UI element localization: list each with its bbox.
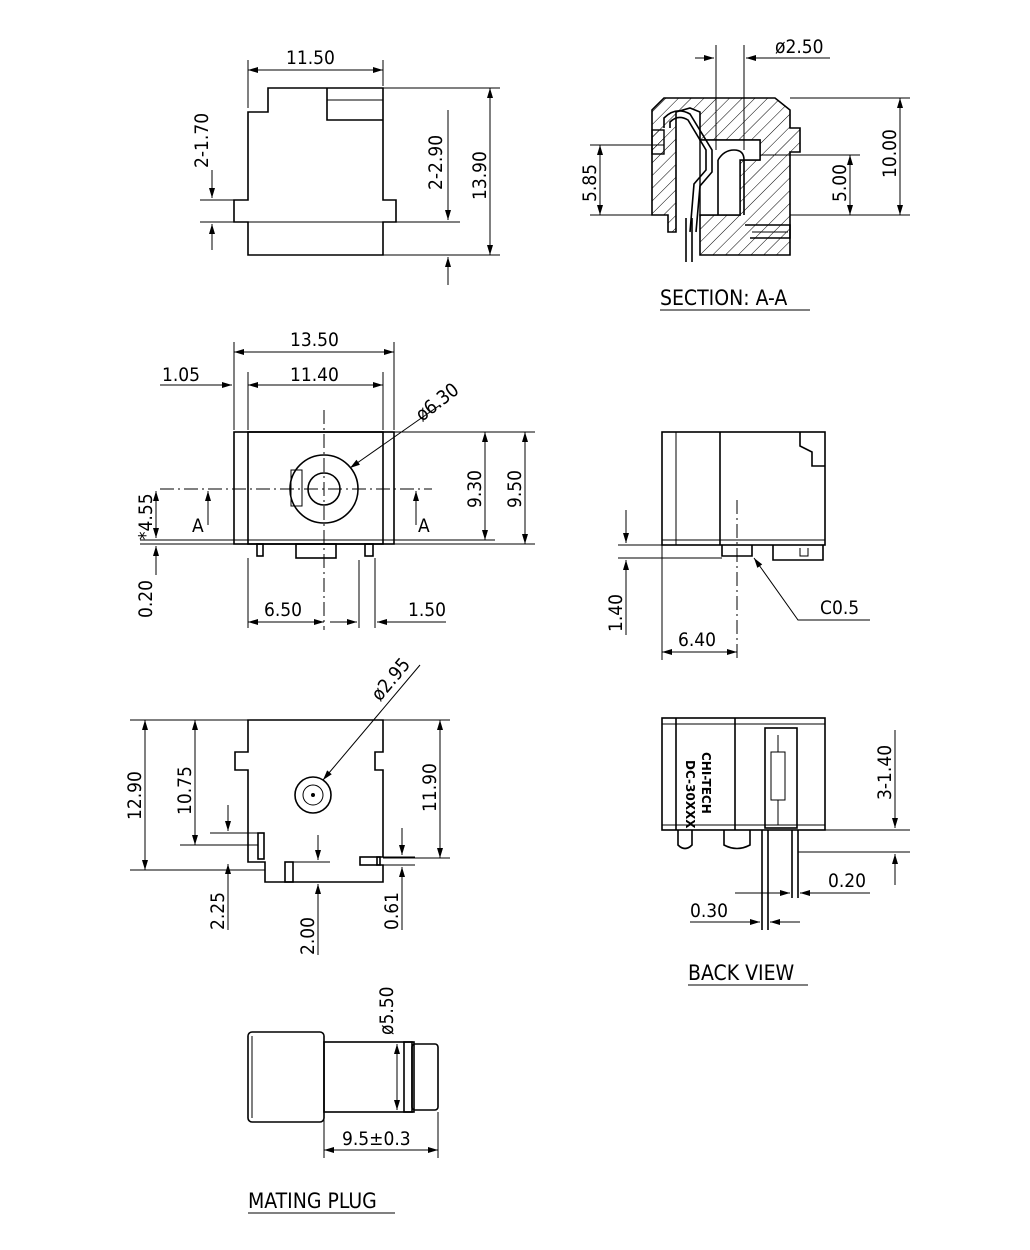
dim-section-height: 10.00 <box>879 129 901 178</box>
dim-back-pin-thk: 0.20 <box>828 870 866 892</box>
brand-marking: CHI-TECH <box>699 752 713 814</box>
dim-section-depth: 5.85 <box>579 164 601 202</box>
dim-bottom-pad-mid: 2.00 <box>297 917 319 955</box>
dim-section-inner: 5.00 <box>829 164 851 202</box>
side-view: 11.50 2-1.70 2-2.90 13.90 <box>191 47 500 285</box>
dim-bottom-pad-left: 2.25 <box>207 892 229 930</box>
dim-plug-length: 9.5±0.3 <box>342 1128 411 1150</box>
dim-right-pin-pos: 6.40 <box>678 629 716 651</box>
dim-front-overall-width: 13.50 <box>290 329 339 351</box>
dim-bottom-overall: 12.90 <box>124 771 146 820</box>
dim-front-inner-height: 9.30 <box>464 470 486 508</box>
section-mark-right: A <box>418 515 430 537</box>
dim-front-pin-right: 1.50 <box>408 599 446 621</box>
dim-front-pin-left: 6.50 <box>264 599 302 621</box>
right-view: 1.40 6.40 C0.5 <box>605 431 870 660</box>
dim-back-pin-gap: 0.30 <box>690 900 728 922</box>
dim-side-height: 13.90 <box>469 151 491 200</box>
model-marking: DC-30XXX <box>683 760 697 829</box>
dim-bottom-pad-right: 0.61 <box>381 892 403 930</box>
dim-plug-dia: ø5.50 <box>376 986 398 1035</box>
dim-front-hole-dia: ø6.30 <box>412 379 464 426</box>
mating-plug-title: MATING PLUG <box>248 1189 377 1213</box>
dim-side-width: 11.50 <box>286 47 335 69</box>
dim-front-center-height: *4.55 <box>135 493 157 540</box>
dim-back-pin-len: 3-1.40 <box>874 745 896 800</box>
back-view-title: BACK VIEW <box>688 961 795 985</box>
dim-front-base-gap: 0.20 <box>135 580 157 618</box>
dim-front-inner-width: 11.40 <box>290 364 339 386</box>
dim-right-chamfer: C0.5 <box>820 597 859 619</box>
bottom-view: ø2.95 12.90 10.75 11.90 2.25 2.00 0.61 <box>124 654 450 955</box>
section-title: SECTION: A-A <box>660 286 787 310</box>
dim-side-notch-left: 2-1.70 <box>191 113 213 168</box>
dim-bottom-inner: 11.90 <box>419 763 441 812</box>
dim-side-notch-right: 2-2.90 <box>425 135 447 190</box>
front-view: A A 13.50 1.05 11.40 ø6.30 9.30 9.50 *4.… <box>135 329 535 630</box>
mating-plug: ø5.50 9.5±0.3 MATING PLUG <box>247 986 439 1214</box>
dim-right-pin-height: 1.40 <box>605 594 627 632</box>
dim-section-pin-dia: ø2.50 <box>775 36 824 58</box>
dim-front-offset: 1.05 <box>162 364 200 386</box>
section-view: ø2.50 5.85 5.00 10.00 SECTION: A-A <box>579 36 910 311</box>
dim-front-outer-height: 9.50 <box>504 470 526 508</box>
dim-bottom-mid: 10.75 <box>174 766 196 815</box>
section-mark-left: A <box>192 515 204 537</box>
back-view: CHI-TECH DC-30XXX 3-1.40 0.20 0.30 BACK … <box>661 717 910 986</box>
